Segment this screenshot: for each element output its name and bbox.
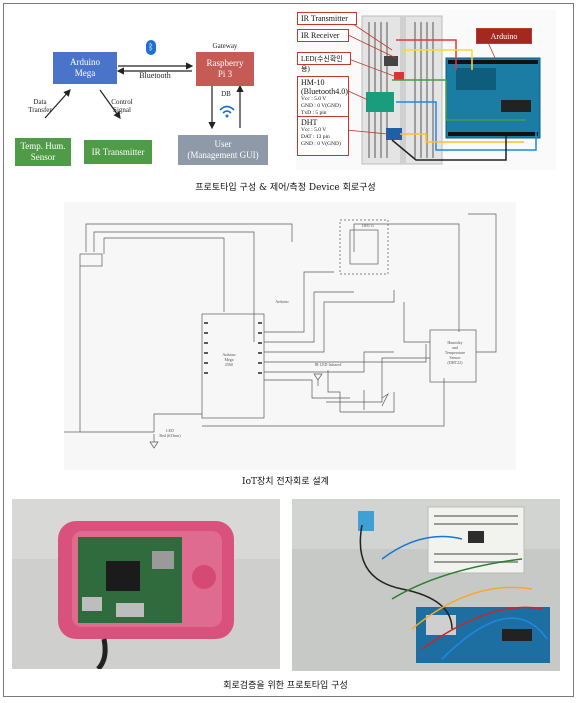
schematic-module-title: DHT11 bbox=[361, 223, 375, 228]
breadboard-prototype-photo bbox=[292, 499, 560, 671]
bluetooth-label: Bluetooth bbox=[139, 71, 171, 80]
wifi-icon bbox=[219, 105, 235, 118]
caption-bottom: 회로검증을 위한 프로토타입 구성 bbox=[223, 681, 348, 691]
circuit-schematic-image bbox=[64, 202, 516, 470]
raspberry-pi-block: Raspberry Pi 3 bbox=[196, 52, 254, 86]
callout-ir-receiver: IR Receiver bbox=[297, 29, 349, 42]
dht-specs: Vcc : 5.0 V DAT : 13 pin GND : 0 V(GND) bbox=[301, 127, 341, 147]
user-gui-block: User (Management GUI) bbox=[178, 135, 268, 165]
callout-arduino: Arduino bbox=[476, 28, 532, 44]
ir-transmitter-block: IR Transmitter bbox=[84, 140, 152, 164]
caption-top: 프로토타입 구성 & 제어/측정 Device 회로구성 bbox=[195, 183, 376, 193]
arduino-mega-block: Arduino Mega bbox=[53, 52, 117, 84]
bluetooth-icon: ᛒ bbox=[146, 40, 156, 55]
gateway-label: Gateway bbox=[212, 42, 238, 50]
db-label: DB bbox=[221, 90, 231, 98]
data-transfer-label: Data Transfer bbox=[28, 98, 52, 114]
callout-ir-transmitter: IR Transmitter bbox=[297, 12, 357, 25]
schematic-board-title: Arduino bbox=[275, 299, 289, 304]
schematic-ir-label: IR LED Infrared bbox=[314, 362, 342, 367]
diagram-arrows bbox=[44, 62, 244, 130]
hm10-title: HM-10 (Bluetooth4.0) bbox=[301, 78, 348, 96]
dht-title: DHT bbox=[301, 118, 318, 127]
temp-hum-sensor-block: Temp. Hum. Sensor bbox=[15, 138, 71, 166]
caption-middle: IoT장치 전자회로 설계 bbox=[242, 477, 329, 487]
callout-dht: DHT Vcc : 5.0 V DAT : 13 pin GND : 0 V(G… bbox=[297, 116, 349, 156]
control-signal-label: Control Signal bbox=[111, 98, 133, 114]
schematic-dht-label: Humidity and Temperature Sensor (DHT22) bbox=[444, 340, 466, 365]
schematic-led-label: LED Red (633nm) bbox=[159, 428, 181, 438]
callout-led: LED(수신확인용) bbox=[297, 52, 351, 73]
schematic-board-label: Arduino Mega 2560 bbox=[222, 352, 236, 367]
raspberry-pi-case-photo bbox=[12, 499, 280, 669]
